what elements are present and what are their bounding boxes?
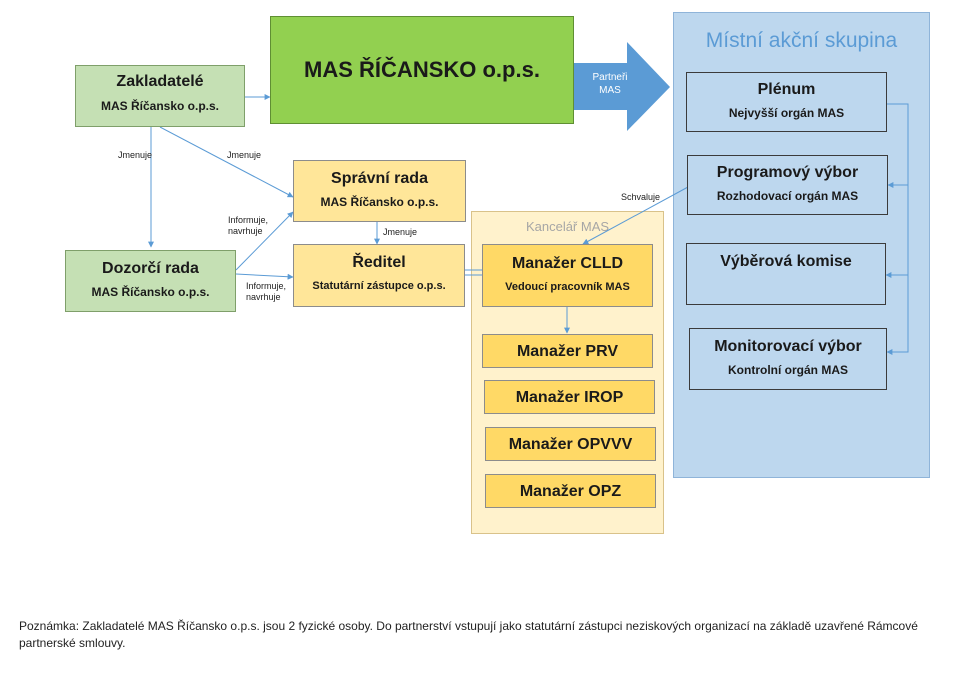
kancelar-title: Kancelář MAS bbox=[525, 219, 610, 234]
label-schvaluje: Schvaluje bbox=[621, 192, 661, 202]
manazer-prv-label: Manažer PRV bbox=[516, 343, 619, 360]
spravni-rada-title: Správní rada bbox=[331, 170, 428, 187]
vyberova-komise-title: Výběrová komise bbox=[720, 253, 852, 270]
manazer-opz-label: Manažer OPZ bbox=[519, 483, 622, 500]
programovy-vybor-box: Programový výbor Rozhodovací orgán MAS bbox=[687, 155, 888, 215]
zakladatele-subtitle: MAS Říčansko o.p.s. bbox=[100, 99, 220, 113]
edge-dozorci-spravni bbox=[235, 211, 294, 271]
plenum-title: Plénum bbox=[757, 81, 816, 98]
manazer-opvvv-label: Manažer OPVVV bbox=[508, 436, 633, 453]
manazer-irop-label: Manažer IROP bbox=[515, 389, 624, 406]
manazer-opz-box: Manažer OPZ bbox=[485, 474, 656, 508]
label-jmenuje-left: Jmenuje bbox=[118, 150, 153, 160]
edge-zakladatele-spravni bbox=[159, 126, 294, 198]
monitorovaci-vybor-title: Monitorovací výbor bbox=[714, 338, 862, 355]
edge-plenum-bracket bbox=[886, 103, 909, 355]
manazer-clld-title: Manažer CLLD bbox=[511, 255, 624, 272]
mas-region-title: Místní akční skupina bbox=[705, 29, 898, 52]
spravni-rada-subtitle: MAS Říčansko o.p.s. bbox=[320, 195, 439, 209]
manazer-prv-box: Manažer PRV bbox=[482, 334, 653, 368]
manazer-irop-box: Manažer IROP bbox=[484, 380, 655, 414]
dozorci-rada-box: Dozorčí rada MAS Říčansko o.p.s. bbox=[65, 250, 236, 312]
plenum-box: Plénum Nejvyšší orgán MAS bbox=[686, 72, 887, 132]
dozorci-rada-subtitle: MAS Říčansko o.p.s. bbox=[91, 285, 210, 299]
manazer-clld-box: Manažer CLLD Vedoucí pracovník MAS bbox=[482, 244, 653, 307]
edge-dozorci-reditel bbox=[235, 273, 294, 280]
label-informuje-reditel: Informuje, navrhuje bbox=[246, 281, 287, 302]
edge-programovy-clld bbox=[582, 186, 689, 245]
monitorovaci-vybor-box: Monitorovací výbor Kontrolní orgán MAS bbox=[689, 328, 887, 390]
label-jmenuje-middle: Jmenuje bbox=[227, 150, 262, 160]
label-informuje-spravni: Informuje, navrhuje bbox=[228, 215, 269, 236]
zakladatele-title: Zakladatelé bbox=[116, 73, 204, 90]
manazer-opvvv-box: Manažer OPVVV bbox=[485, 427, 656, 461]
programovy-vybor-title: Programový výbor bbox=[716, 164, 859, 181]
vyberova-komise-box: Výběrová komise bbox=[686, 243, 886, 305]
footnote: Poznámka: Zakladatelé MAS Říčansko o.p.s… bbox=[19, 619, 918, 650]
monitorovaci-vybor-subtitle: Kontrolní orgán MAS bbox=[728, 363, 848, 377]
reditel-subtitle: Statutární zástupce o.p.s. bbox=[312, 280, 446, 292]
manazer-clld-subtitle: Vedoucí pracovník MAS bbox=[505, 281, 630, 293]
plenum-subtitle: Nejvyšší orgán MAS bbox=[728, 106, 845, 120]
spravni-rada-box: Správní rada MAS Říčansko o.p.s. bbox=[293, 160, 466, 222]
mas-ricansko-title: MAS ŘÍČANSKO o.p.s. bbox=[304, 57, 540, 82]
dozorci-rada-title: Dozorčí rada bbox=[102, 260, 199, 277]
reditel-title: Ředitel bbox=[352, 254, 406, 271]
partneri-label: Partneři MAS bbox=[592, 72, 628, 96]
mas-ricansko-box: MAS ŘÍČANSKO o.p.s. bbox=[270, 16, 574, 124]
partneri-arrow bbox=[574, 42, 670, 131]
programovy-vybor-subtitle: Rozhodovací orgán MAS bbox=[716, 189, 859, 203]
label-jmenuje-reditel: Jmenuje bbox=[383, 227, 418, 237]
reditel-box: Ředitel Statutární zástupce o.p.s. bbox=[293, 244, 465, 307]
zakladatele-box: Zakladatelé MAS Říčansko o.p.s. bbox=[75, 65, 245, 127]
